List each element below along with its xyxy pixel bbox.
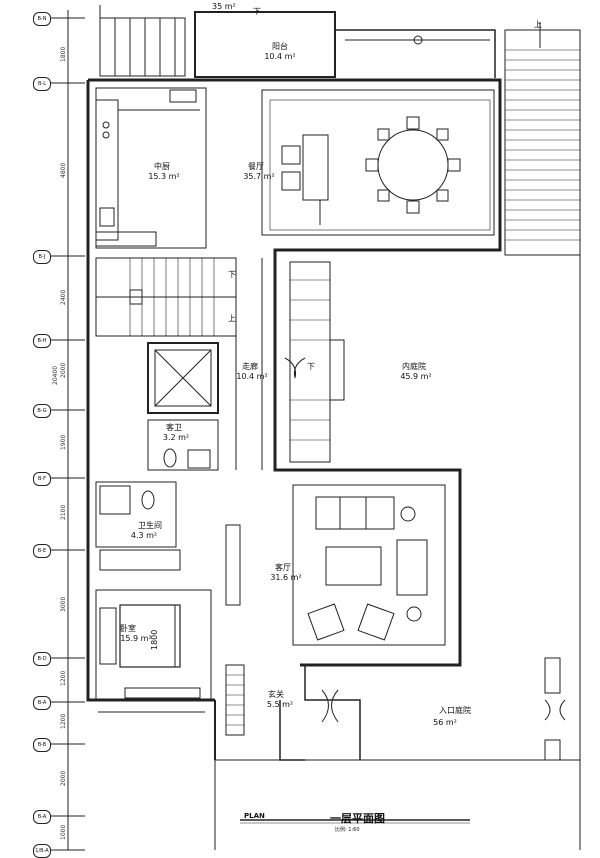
top-area-label: 35 m² [212,2,236,11]
dimension-label: 1200 [60,713,67,729]
room-name-entry-court: 入口庭院 [439,706,471,715]
axis-bubble: B-N [33,12,51,26]
axis-bubble: B-G [33,404,51,418]
room-name-corridor: 走廊 [242,362,258,371]
room-name-courtyard: 内庭院 [402,362,426,371]
room-area-courtyard: 45.9 m² [400,372,432,381]
scale-label: 比例: 1:60 [335,827,360,833]
room-name-bedroom: 卧室 [120,624,136,633]
room-name-guest-wc: 客卫 [166,423,182,432]
drawing-title: 一层平面图 [330,812,385,825]
room-area-living: 31.6 m² [270,573,302,582]
dimension-label: 3000 [60,596,67,612]
dimension-label: 2000 [60,362,67,378]
axis-bubble: B-D [33,652,51,666]
stair-up-label: 上 [228,314,236,323]
axis-bubble: B-A [33,810,51,824]
axis-bubble: B-H [33,334,51,348]
dimension-label: 1000 [60,824,67,840]
room-area-kitchen: 15.3 m² [148,172,180,181]
room-area-bathroom: 4.3 m² [130,531,158,540]
plan-en-label: PLAN [244,812,265,820]
total-dimension-label: 20400 [52,365,59,385]
room-area-foyer: 5.5 m² [266,700,294,709]
dimension-label: 2000 [60,770,67,786]
room-area-guest-wc: 3.2 m² [162,433,190,442]
dimension-label: 4800 [60,162,67,178]
axis-bubble: B-B [33,738,51,752]
room-area-dining: 35.7 m² [243,172,275,181]
room-name-living: 客厅 [275,563,291,572]
dimension-label: 2100 [60,504,67,520]
stair-down-label: 下 [228,270,236,279]
room-name-balcony: 阳台 [272,42,288,51]
room-area-bedroom: 15.9 m² [120,634,152,643]
room-area-balcony: 10.4 m² [264,52,296,61]
room-area-entry-court: 56 m² [433,718,457,727]
room-name-dining: 餐厅 [248,162,264,171]
bed-dimension: 1800 [150,629,159,650]
axis-bubble: B-E [33,544,51,558]
room-name-foyer: 玄关 [268,690,284,699]
stair-down-label: 下 [307,362,315,371]
axis-bubble: B-A [33,696,51,710]
axis-bubble: B-L [33,77,51,91]
stair-up-label: 上 [534,20,542,29]
room-area-corridor: 10.4 m² [236,372,268,381]
stair-down-label: 下 [253,7,261,16]
axis-bubble: 1/B-A [33,844,51,858]
dimension-label: 1800 [60,46,67,62]
room-name-bathroom: 卫生间 [138,521,162,530]
axis-bubble: B-J [33,250,51,264]
dimension-label: 1200 [60,670,67,686]
room-name-kitchen: 中厨 [154,162,170,171]
dimension-label: 1900 [60,434,67,450]
dimension-label: 2400 [60,289,67,305]
axis-bubble: B-F [33,472,51,486]
